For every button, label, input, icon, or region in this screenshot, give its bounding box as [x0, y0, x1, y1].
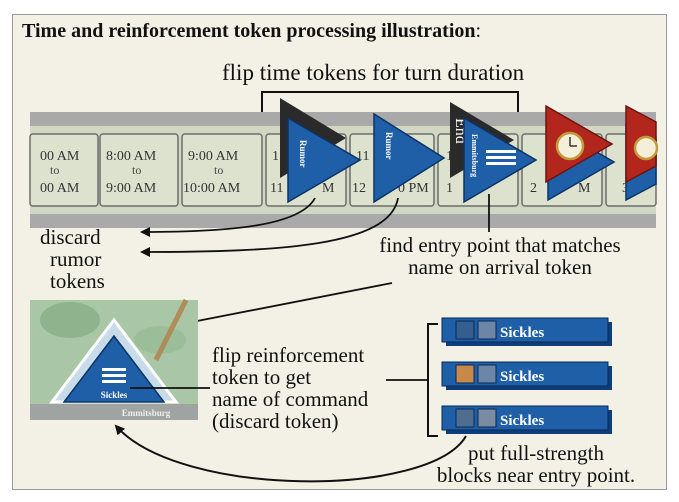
svg-text:Sickles: Sickles [500, 413, 544, 429]
map-connector [191, 282, 393, 323]
placement-arrow [114, 424, 467, 483]
svg-text:12: 12 [352, 181, 366, 196]
time-bracket [261, 91, 519, 112]
svg-text:M: M [578, 181, 591, 196]
flip-reinforcement-label: flip reinforcement token to get name of … [212, 343, 369, 433]
clock-icon [633, 135, 659, 161]
svg-text:9:00 AM: 9:00 AM [106, 181, 157, 196]
svg-text:to: to [50, 163, 59, 177]
discard-rumor-label: discard rumor tokens [40, 225, 105, 293]
svg-text:1: 1 [446, 181, 453, 196]
arrival-token: Emmitsburg [463, 116, 538, 204]
svg-text:Rumor: Rumor [384, 132, 394, 160]
discard-arrow [140, 197, 399, 257]
rumor-token: Rumor [287, 116, 362, 204]
find-entry-label: find entry point that matches name on ar… [379, 233, 621, 279]
svg-text:0 PM: 0 PM [398, 181, 429, 196]
blocks-bracket [427, 323, 438, 437]
svg-text:M: M [322, 181, 335, 196]
sickles-block: Sickles [441, 317, 612, 346]
svg-text:to: to [132, 163, 141, 177]
svg-text:9:00 AM: 9:00 AM [188, 149, 239, 164]
svg-text:Sickles: Sickles [500, 325, 544, 341]
illustration-title: Time and reinforcement token processing … [22, 20, 482, 42]
track-slot: 8:00 AM to 9:00 AM [99, 133, 179, 207]
clock-token [625, 104, 659, 202]
svg-text:2: 2 [530, 181, 537, 196]
svg-text:00 AM: 00 AM [40, 149, 80, 164]
sickles-block: Sickles [441, 405, 612, 434]
svg-text:11: 11 [270, 181, 283, 196]
svg-text:Rumor: Rumor [298, 140, 308, 168]
discard-arrow [140, 197, 316, 237]
flip-time-label: flip time tokens for turn duration [222, 60, 525, 85]
svg-text:Sickles: Sickles [500, 369, 544, 385]
svg-text:10:00 AM: 10:00 AM [183, 181, 241, 196]
track-slot: 9:00 AM to 10:00 AM [181, 133, 263, 207]
track-slot: 00 AM to 00 AM [29, 133, 99, 207]
svg-text:Emmitsburg: Emmitsburg [122, 408, 171, 418]
svg-text:1: 1 [272, 149, 279, 164]
svg-text:to: to [214, 163, 223, 177]
sickles-block: Sickles [441, 361, 612, 390]
map-inset: Sickles Emmitsburg [30, 298, 198, 420]
svg-text:00 AM: 00 AM [40, 181, 80, 196]
svg-text:Emmitsburg: Emmitsburg [470, 134, 479, 177]
put-blocks-label: put full-strength blocks near entry poin… [436, 441, 636, 487]
svg-text:8:00 AM: 8:00 AM [106, 149, 157, 164]
rumor-token: Rumor [373, 112, 446, 204]
svg-text:Sickles: Sickles [101, 390, 128, 400]
clock-token [545, 104, 616, 202]
svg-text:1: 1 [446, 149, 453, 164]
